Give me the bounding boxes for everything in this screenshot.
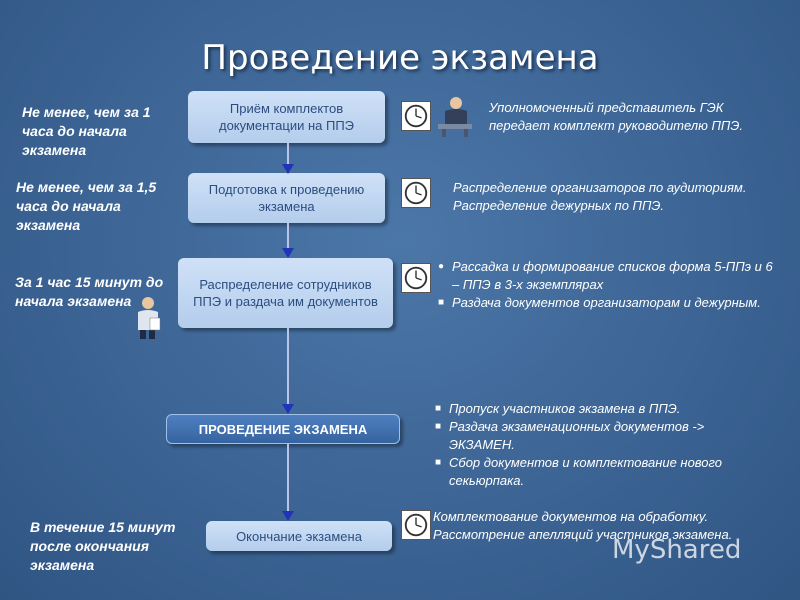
step-end: Окончание экзамена	[206, 521, 392, 551]
page-title: Проведение экзамена	[201, 38, 599, 78]
timing-3: За 1 час 15 минут до начала экзамена	[15, 274, 164, 309]
bullet-dot: ●	[438, 261, 445, 272]
list-item: ■ Раздача документов организаторам и деж…	[438, 295, 761, 310]
flow-arrow-3	[282, 328, 294, 414]
clock-icon	[401, 510, 431, 540]
timing-1: Не менее, чем за 1 часа до начала экзаме…	[22, 104, 151, 158]
note-step-2: Распределение организаторов по аудитория…	[453, 180, 747, 213]
note-step-4: ■ Пропуск участников экзамена в ППЭ. ■ Р…	[433, 400, 773, 490]
bullet-square: ■	[435, 403, 442, 414]
timing-4: В течение 15 минут после окончания экзам…	[30, 519, 176, 573]
clock-icon	[401, 101, 431, 131]
note-step-1: Уполномоченный представитель ГЭК передае…	[489, 100, 743, 133]
list-item: ■ Пропуск участников экзамена в ППЭ.	[435, 401, 681, 416]
clock-icon	[401, 178, 431, 208]
bullet-square: ■	[435, 421, 442, 432]
note-step-5: Комплектование документов на обработку. …	[433, 509, 733, 542]
flow-arrow-2	[282, 223, 294, 258]
clock-icon	[401, 263, 431, 293]
watermark: MyShared	[612, 535, 742, 565]
list-item: ■ Раздача экзаменационных документов -> …	[435, 419, 705, 452]
timing-2: Не менее, чем за 1,5 часа до начала экза…	[16, 179, 157, 233]
step-receive-documents: Приём комплектов документации на ППЭ	[188, 91, 385, 143]
note-step-3: ● Рассадка и формирование списков форма …	[436, 258, 776, 312]
step-distribution: Распределение сотрудников ППЭ и раздача …	[178, 258, 393, 328]
flow-arrow-1	[282, 143, 294, 174]
step-exam: ПРОВЕДЕНИЕ ЭКЗАМЕНА	[166, 414, 400, 444]
bullet-square: ■	[435, 457, 442, 468]
list-item: ■ Сбор документов и комплектование новог…	[435, 455, 723, 488]
person-icon	[138, 297, 161, 339]
flow-arrow-4	[282, 444, 294, 521]
person-at-desk-icon	[438, 97, 472, 137]
bullet-square: ■	[438, 297, 445, 308]
list-item: ● Рассадка и формирование списков форма …	[438, 259, 773, 292]
step-preparation: Подготовка к проведению экзамена	[188, 173, 385, 223]
